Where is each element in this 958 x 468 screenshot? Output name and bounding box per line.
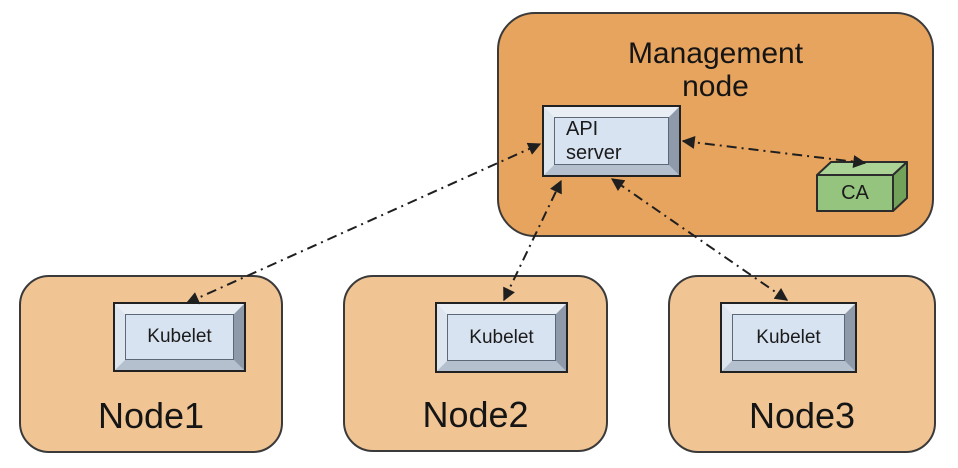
kubelet1-bevel [115,304,244,370]
node1-label: Node1 [97,395,205,436]
kubelet2-box: Kubelet [435,302,568,373]
ca-box-shape [816,161,908,212]
kubelet3-box: Kubelet [720,302,857,373]
node2-label: Node2 [422,394,529,435]
api-server-face: API server [554,117,669,165]
kubelet3-face: Kubelet [732,314,845,361]
kubelet3-label: Kubelet [756,326,821,348]
kubelet2-bevel [437,304,566,371]
kubelet1-label: Kubelet [147,326,212,347]
kubelet1-face: Kubelet [125,314,234,360]
kubelet2-face: Kubelet [447,314,556,361]
api-server-label: API server [566,118,622,164]
ca-box: CA [816,161,908,213]
kubelet1-box: Kubelet [113,302,246,372]
kubelet3-bevel [722,304,855,371]
node3-label: Node3 [748,395,856,436]
ca-label: CA [841,181,869,204]
api-server-bevel [544,107,679,175]
kubelet2-label: Kubelet [469,326,534,348]
api-server-box: API server [542,105,681,177]
management-node-label: Management node [627,37,804,103]
